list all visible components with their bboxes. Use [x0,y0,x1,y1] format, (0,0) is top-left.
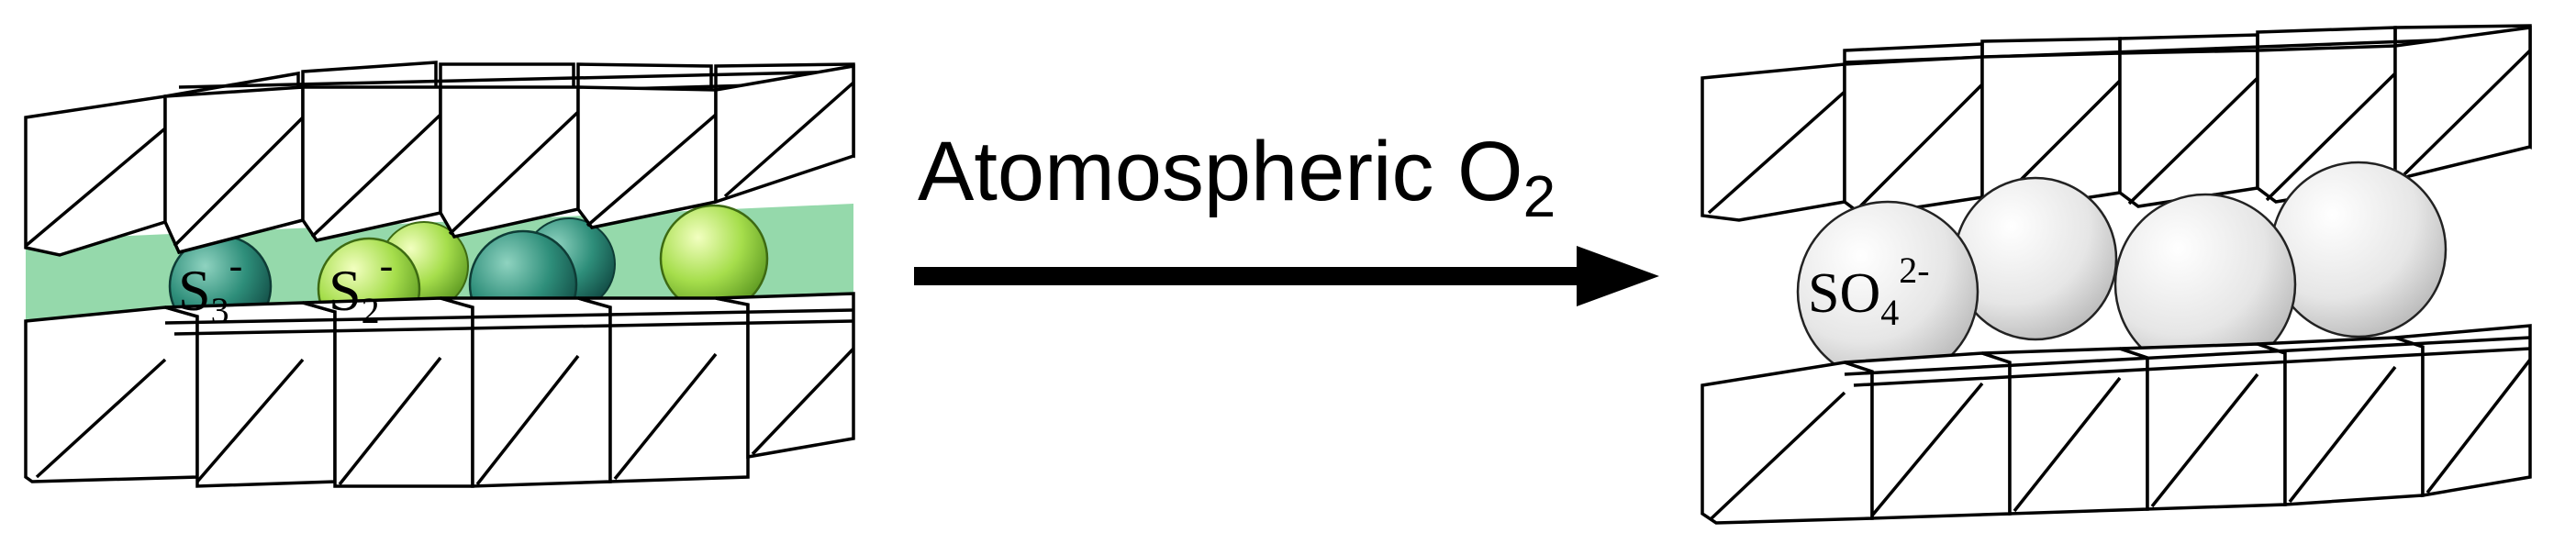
svg-text:SO42-: SO42- [1808,250,1930,333]
s2-label-sup: - [380,243,394,288]
left-layered-structure [24,61,855,488]
s3-label-sub: 3 [211,290,229,331]
sulfate-sphere-back-2 [2269,161,2448,339]
right-layered-structure [1701,24,2532,525]
left-upper-octahedra [24,63,855,257]
sulfate-label: SO42- [1808,250,1930,333]
svg-text:S3-: S3- [178,243,242,331]
s2-label-base: S [329,258,362,323]
reaction-arrow: Atomospheric O2 [914,125,1659,306]
s3-label-base: S [178,258,211,323]
left-lower-octahedra [24,292,855,488]
sulfate-label-sup: 2- [1899,250,1929,291]
s2-label: S2- [329,243,393,331]
svg-text:S2-: S2- [329,243,393,331]
sulfate-label-base: SO [1808,262,1880,325]
arrow-head [1577,246,1659,306]
arrow-label: Atomospheric O2 [918,125,1556,229]
arrow-label-main: Atomospheric O [918,125,1523,218]
sulfate-label-sub: 4 [1880,292,1899,333]
sulfate-sphere-back-1 [1953,176,2118,341]
s3-label-sup: - [229,243,243,288]
arrow-shaft [914,267,1593,285]
right-lower-octahedra [1701,324,2532,525]
s3-label: S3- [178,243,242,331]
s2-label-sub: 2 [362,290,380,331]
arrow-label-sub: 2 [1523,163,1556,229]
